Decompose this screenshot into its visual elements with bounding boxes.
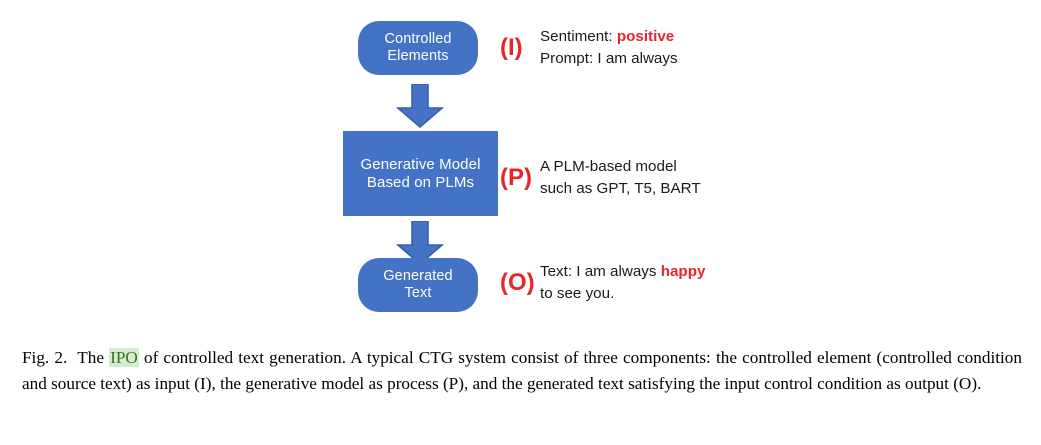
node-generated-text: Generated Text: [358, 258, 478, 312]
annotation-output-line2-prefix: to see you.: [540, 284, 615, 302]
node-generated-text-text: Generated Text: [383, 268, 452, 302]
annotation-input-body: Sentiment: positive Prompt: I am always: [540, 26, 678, 69]
annotation-process-line2: such as GPT, T5, BART: [540, 180, 701, 197]
annotation-input-line1: Sentiment: positive: [540, 28, 674, 45]
annotation-output-body: Text: I am always happy to see you.: [540, 261, 705, 304]
arrow-down-icon-controlled-to-model: [395, 84, 445, 128]
figure-caption-label: Fig. 2.: [22, 348, 68, 367]
annotation-process-line1: A PLM-based model: [540, 158, 677, 175]
node-generative-model: Generative Model Based on PLMs: [343, 131, 498, 216]
annotation-input-line1-prefix: Sentiment:: [540, 28, 617, 45]
annotation-output: (O) Text: I am always happy to see you.: [500, 261, 705, 304]
node-controlled-elements-line2: Elements: [387, 48, 449, 64]
figure-caption-before: The: [77, 348, 110, 367]
node-generated-text-line1: Generated: [383, 267, 453, 284]
annotation-output-line1-highlight: happy: [660, 263, 706, 280]
annotation-input-tag: (I): [500, 33, 523, 61]
annotation-process: (P) A PLM-based model such as GPT, T5, B…: [500, 156, 701, 199]
figure-caption-gap: [67, 348, 77, 367]
annotation-output-tag: (O): [500, 268, 535, 296]
annotation-output-line2: to see you.: [540, 285, 614, 302]
arrow-down-shape: [395, 221, 445, 265]
annotation-input: (I) Sentiment: positive Prompt: I am alw…: [500, 26, 678, 69]
figure-caption: Fig. 2. The IPO of controlled text gener…: [22, 345, 1022, 397]
node-generative-model-text: Generative Model Based on PLMs: [361, 156, 481, 191]
annotation-process-line2-prefix: such as GPT, T5, BART: [540, 179, 701, 197]
annotation-process-line1-prefix: A PLM-based model: [540, 158, 677, 175]
arrow-down-icon-model-to-generated: [395, 221, 445, 265]
annotation-output-line1-prefix: Text: I am always: [540, 263, 661, 280]
annotation-input-line1-highlight: positive: [616, 28, 675, 45]
annotation-process-tag: (P): [500, 163, 532, 191]
annotation-output-line1: Text: I am always happy: [540, 263, 705, 280]
node-generative-model-line1: Generative Model: [360, 155, 481, 173]
node-generative-model-line2: Based on PLMs: [366, 173, 475, 191]
node-generated-text-line2: Text: [404, 285, 432, 301]
annotation-input-line2: Prompt: I am always: [540, 50, 678, 67]
figure-caption-after: of controlled text generation. A typical…: [22, 348, 1022, 394]
annotation-input-line2-prefix: Prompt: I am always: [540, 49, 678, 67]
figure-diagram: Controlled Elements Generative Model Bas…: [343, 21, 705, 312]
node-controlled-elements: Controlled Elements: [358, 21, 478, 75]
annotation-process-body: A PLM-based model such as GPT, T5, BART: [540, 156, 701, 199]
arrow-down-shape: [395, 84, 445, 128]
figure-caption-ipo-highlight: IPO: [109, 348, 139, 367]
node-controlled-elements-text: Controlled Elements: [384, 31, 451, 65]
node-controlled-elements-line1: Controlled: [384, 30, 452, 47]
